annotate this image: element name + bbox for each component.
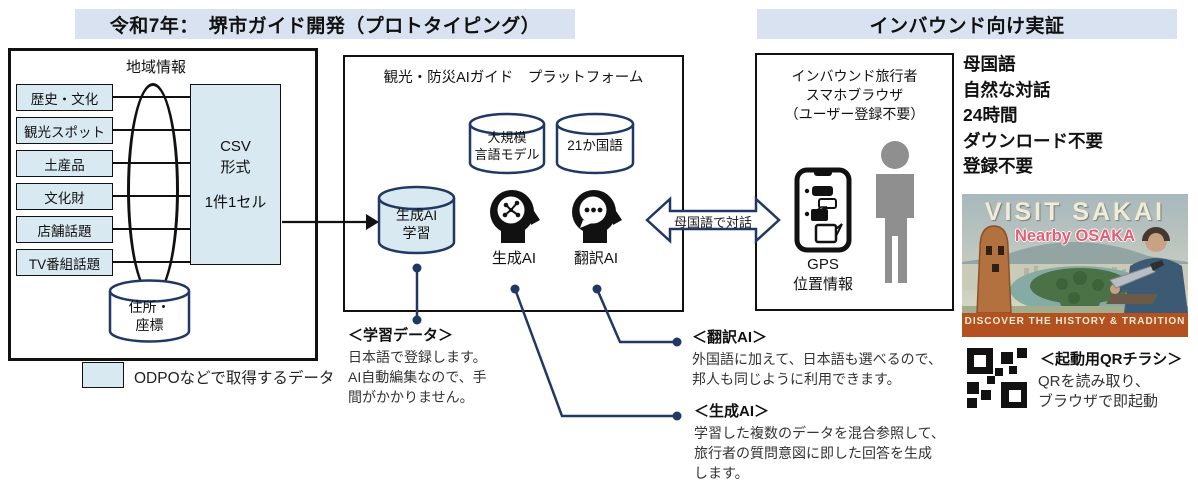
platform-box: 観光・防災AIガイド プラットフォーム 大規模 言語モデル 21か国語 生成AI… (343, 55, 684, 312)
ai-learning-cylinder-label: 生成AI 学習 (395, 207, 438, 241)
visitor-box: インバウンド旅行者 スマホブラウザ （ユーザー登録不要） GPS (755, 53, 954, 311)
qr-heading: ＜起動用QRチラシ＞ (1040, 351, 1183, 368)
callout-learning-data: ＜学習データ＞ 日本語で登録します。 AI自動編集なので、手 間がかかりません。 (348, 327, 487, 405)
translation-ai-label: 翻訳AI (573, 250, 619, 267)
smartphone-chat-icon (794, 167, 852, 253)
qr-line: ブラウザで即起動 (1038, 393, 1159, 410)
csv-line: CSV (220, 138, 251, 155)
benefit-item: 自然な対話 (963, 79, 1051, 100)
llm-cylinder-label: 大規模 言語モデル (474, 130, 540, 162)
data-item-heritage: 文化財 (16, 183, 113, 210)
address-cylinder-icon (108, 279, 191, 343)
dialog-arrow-label: 母国語で対話 (673, 215, 752, 230)
visitor-box-title: インバウンド旅行者 スマホブラウザ （ユーザー登録不要） (784, 68, 925, 122)
poster-subtitle: Nearby OSAKA (1014, 227, 1136, 245)
legend-label: ODPOなどで取得するデータ (134, 370, 335, 387)
haniwa-figure (976, 225, 1012, 314)
benefit-item: 登録不要 (963, 156, 1033, 177)
section-title-inbound: インバウンド向け実証 (757, 9, 1177, 39)
poster-illustration (962, 194, 1188, 337)
gps-label: GPS 位置情報 (792, 256, 853, 293)
grouping-ellipse (127, 83, 179, 297)
data-item-spots: 観光スポット (16, 117, 113, 144)
data-item-history: 歴史・文化 (16, 84, 113, 111)
person-icon (876, 141, 914, 283)
benefits-list: 母国語 自然な対話 24時間 ダウンロード不要 登録不要 (963, 52, 1103, 180)
craftsman-figure (1106, 227, 1188, 313)
languages-cylinder-label: 21か国語 (567, 138, 623, 153)
generative-ai-head-icon (490, 190, 540, 243)
data-item-souvenir: 土産品 (16, 150, 113, 177)
llm-cylinder-icon (468, 112, 546, 175)
benefit-item: 24時間 (963, 105, 1018, 126)
regional-data-header: 地域情報 (125, 59, 186, 76)
translation-ai-head-icon (572, 190, 622, 243)
section-title-prototyping: 令和7年： 堺市ガイド開発（プロトタイピング） (75, 9, 575, 39)
qr-line: QRを読み取り、 (1038, 373, 1150, 390)
dialog-arrow: 母国語で対話 (645, 192, 781, 248)
generative-ai-label: 生成AI (491, 250, 537, 267)
qr-code-icon (967, 348, 1027, 408)
data-item-tv: TV番組話題 (16, 249, 113, 276)
callout-translation-ai: ＜翻訳AI＞ 外国語に加えて、日本語も選べるので、 邦人も同じように利用できます… (692, 329, 943, 387)
address-cylinder-label: 住所・ 座標 (128, 299, 171, 333)
ai-learning-cylinder-icon (377, 185, 456, 255)
csv-line: 形式 (220, 159, 251, 176)
poster-banner: DISCOVER THE HISTORY & TRADITION (964, 316, 1186, 327)
poster-title: VISIT SAKAI (984, 198, 1166, 226)
platform-title: 観光・防災AIガイド プラットフォーム (383, 70, 644, 86)
regional-data-box: 地域情報 歴史・文化 観光スポット 土産品 文化財 店舗話題 TV番組話題 CS… (8, 48, 318, 361)
visit-sakai-poster: VISIT SAKAI Nearby OSAKA DISCOVER THE HI… (962, 194, 1188, 337)
csv-box: CSV 形式 1件1セル (190, 84, 281, 265)
data-item-shops: 店舗話題 (16, 216, 113, 243)
csv-line: 1件1セル (204, 194, 267, 211)
legend-swatch (82, 362, 124, 388)
languages-cylinder-icon (555, 112, 635, 175)
callout-generative-ai: ＜生成AI＞ 学習した複数のデータを混合参照して、 旅行者の質問意図に即した回答… (694, 403, 945, 481)
double-arrow-icon (645, 196, 781, 244)
benefit-item: ダウンロード不要 (963, 130, 1103, 151)
benefit-item: 母国語 (963, 54, 1016, 74)
